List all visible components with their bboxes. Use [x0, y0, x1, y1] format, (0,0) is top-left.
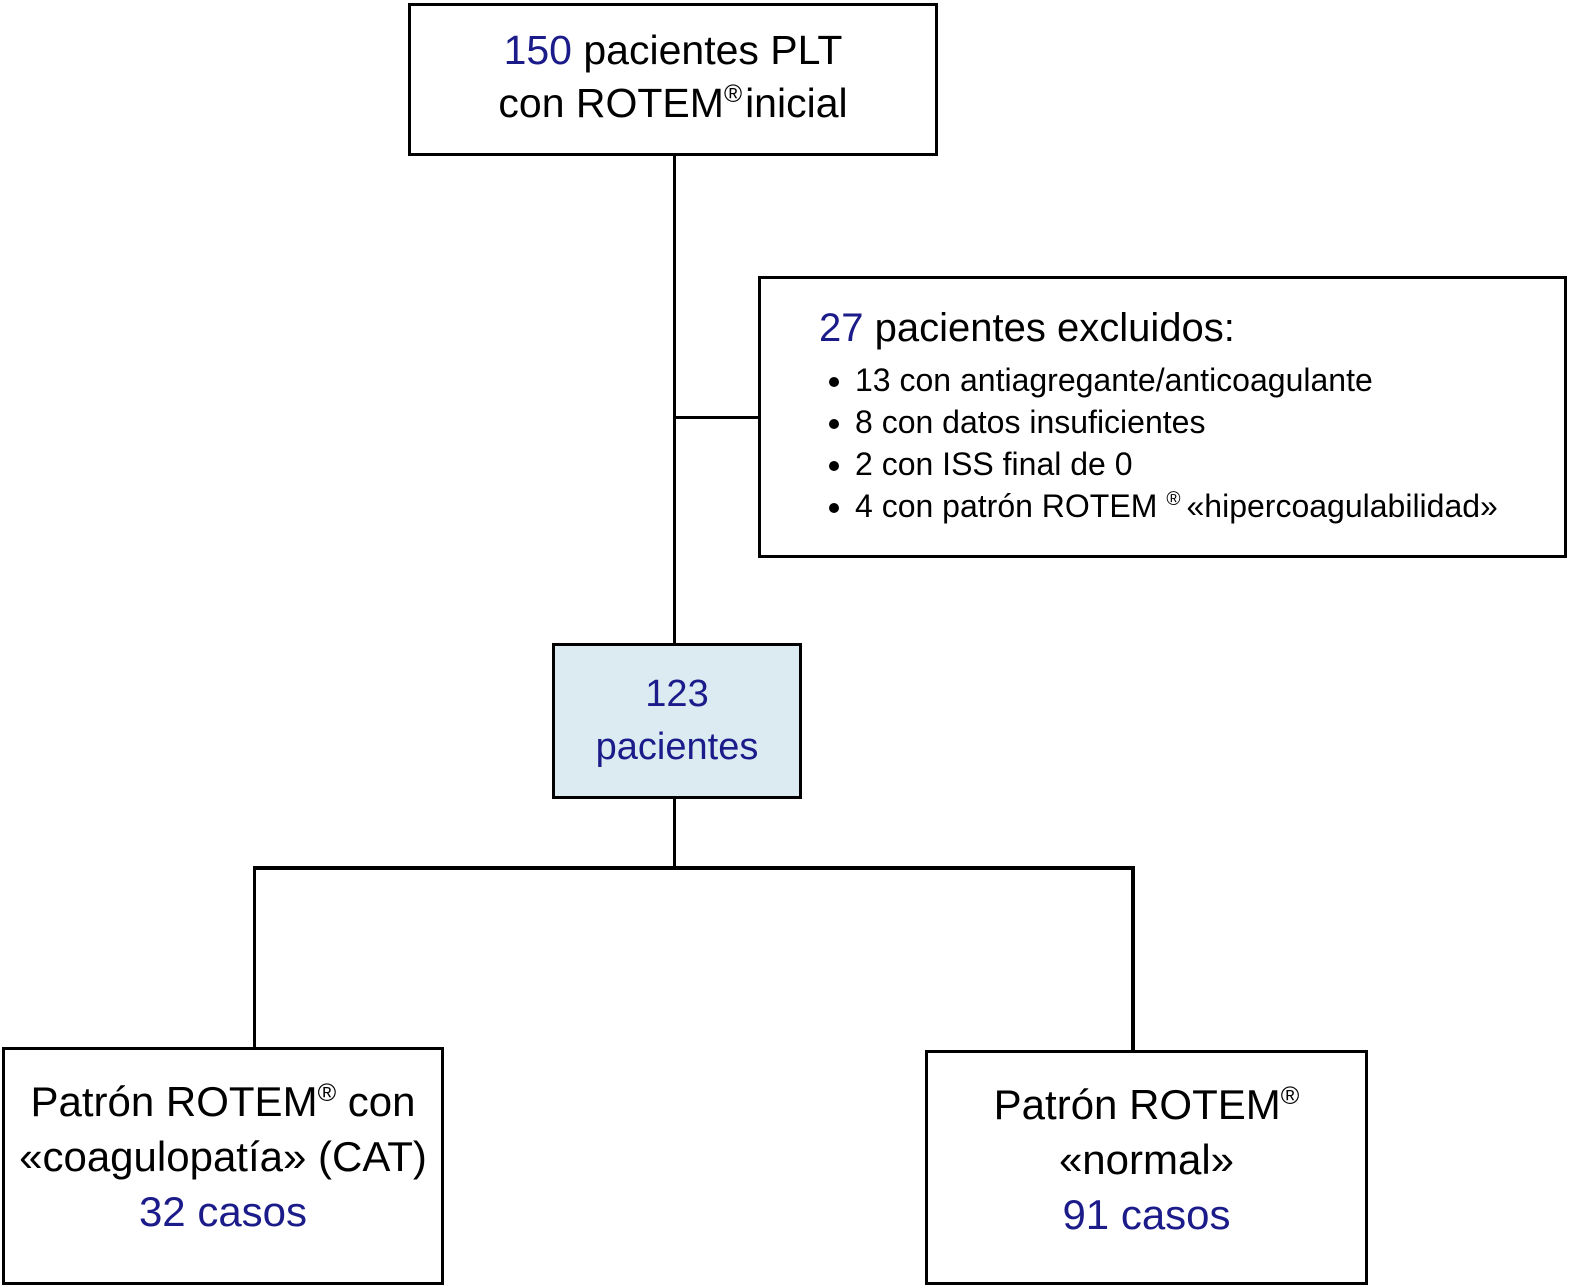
- normal-line1: Patrón ROTEM®: [993, 1081, 1300, 1128]
- excluded-title: 27 pacientes excluidos:: [819, 306, 1235, 350]
- excluded-count: 27: [819, 306, 864, 350]
- coagulopathy-line2: «coagulopatía» (CAT): [19, 1133, 427, 1180]
- excluded-patients-box: 27 pacientes excluidos: 13 con antiagreg…: [758, 276, 1567, 558]
- initial-box-line2: con ROTEM®inicial: [498, 80, 848, 126]
- coagulopathy-cases: 32 casos: [138, 1188, 308, 1235]
- excluded-bullet-1: 13 con antiagregante/anticoagulante: [855, 359, 1554, 401]
- normal-pattern-box: Patrón ROTEM® «normal» 91 casos: [925, 1050, 1368, 1285]
- included-patients-box: 123 pacientes: [552, 643, 802, 799]
- initial-patients-box: 150 pacientes PLT con ROTEM®inicial: [408, 3, 938, 156]
- included-count: 123: [645, 673, 709, 715]
- initial-count: 150: [503, 27, 572, 73]
- normal-cases: 91 casos: [1062, 1191, 1231, 1238]
- connector-included-down: [673, 797, 676, 869]
- connector-split-horizontal: [253, 866, 1135, 870]
- registered-trademark-icon: ®: [1280, 1082, 1300, 1110]
- excluded-bullet-list: 13 con antiagregante/anticoagulante 8 co…: [819, 359, 1554, 527]
- excluded-bullet-3: 2 con ISS final de 0: [855, 443, 1554, 485]
- coagulopathy-pattern-box: Patrón ROTEM® con «coagulopatía» (CAT) 3…: [2, 1047, 444, 1285]
- excluded-bullet-2: 8 con datos insuficientes: [855, 401, 1554, 443]
- connector-branch-to-excluded: [675, 416, 760, 419]
- connector-left-drop: [253, 866, 256, 1049]
- excluded-bullet-4: 4 con patrón ROTEM®«hipercoagulabilidad»: [855, 485, 1554, 527]
- registered-trademark-icon: ®: [723, 81, 743, 109]
- normal-line2: «normal»: [1058, 1136, 1235, 1183]
- connector-right-drop: [1131, 866, 1135, 1052]
- registered-trademark-icon: ®: [1166, 489, 1181, 511]
- initial-box-line1: 150 pacientes PLT: [503, 27, 843, 73]
- registered-trademark-icon: ®: [317, 1079, 337, 1107]
- connector-initial-to-included: [673, 154, 676, 645]
- coagulopathy-line1: Patrón ROTEM® con: [30, 1078, 416, 1125]
- included-label: pacientes: [595, 726, 759, 768]
